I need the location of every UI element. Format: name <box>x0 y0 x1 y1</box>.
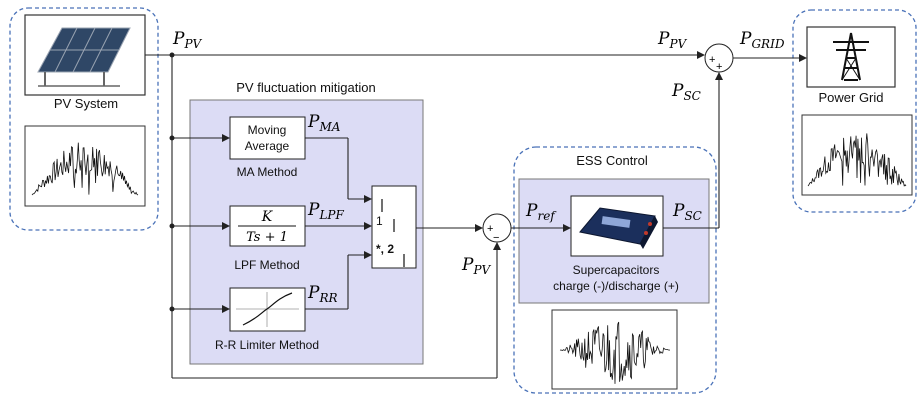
ma-method-label: MA Method <box>237 165 298 179</box>
ess-sum-plus: + <box>487 223 493 235</box>
ess-sum-minus: − <box>493 232 499 244</box>
pv-system-group <box>9 7 159 231</box>
moving-average-block: Moving Average <box>229 116 306 160</box>
grid-power-scope <box>801 114 913 196</box>
grid-sum-plus-bottom: + <box>716 61 722 73</box>
p-grid-label: PGRID <box>739 29 785 51</box>
signal-wires <box>145 51 807 379</box>
pv-junction-dot <box>169 52 175 58</box>
ma-block-line2: Average <box>245 139 290 153</box>
ess-control-group <box>513 146 717 394</box>
lpf-method-label: LPF Method <box>234 258 299 272</box>
ess-power-scope <box>551 309 678 390</box>
lpf-transfer-block: K Ts + 1 <box>229 205 306 247</box>
mitigation-title: PV fluctuation mitigation <box>236 80 375 95</box>
lpf-denominator: Ts + 1 <box>246 230 288 245</box>
ma-block-line1: Moving <box>248 123 287 137</box>
p-ma-label: PMA <box>307 112 341 134</box>
p-pv-bottom-label: PPV <box>461 255 492 277</box>
charge-discharge-label: charge (-)/discharge (+) <box>553 279 679 293</box>
ess-control-title: ESS Control <box>576 153 648 168</box>
p-rr-label: PRR <box>307 283 338 305</box>
pv-system-label: PV System <box>54 96 118 111</box>
rate-limiter-block <box>229 287 306 332</box>
lpf-numerator: K <box>261 209 274 225</box>
pv-output-scope <box>24 125 146 207</box>
p-sc-ess-label: PSC <box>672 201 702 223</box>
power-grid-group <box>792 9 917 213</box>
p-lpf-label: PLPF <box>307 200 344 222</box>
switch-port-1: 1 <box>376 214 383 228</box>
rr-junction-dot <box>169 306 175 312</box>
power-grid-label: Power Grid <box>818 90 883 105</box>
p-sc-top-label: PSC <box>671 81 701 103</box>
supercapacitor-label: Supercapacitors <box>573 263 660 277</box>
ma-junction-dot <box>169 135 175 141</box>
multiport-switch: 1 *, 2 <box>371 185 417 269</box>
supercapacitor-icon <box>570 195 664 257</box>
switch-port-2: *, 2 <box>376 242 394 256</box>
solar-panel-icon <box>24 14 146 96</box>
rr-method-label: R-R Limiter Method <box>215 338 319 352</box>
grid-sum-plus-left: + <box>709 54 715 66</box>
lpf-junction-dot <box>169 223 175 229</box>
p-ref-label: Pref <box>525 201 557 223</box>
p-pv-right-label: PPV <box>657 29 688 51</box>
p-pv-top-label: PPV <box>172 29 203 51</box>
transmission-tower-icon <box>806 26 896 88</box>
